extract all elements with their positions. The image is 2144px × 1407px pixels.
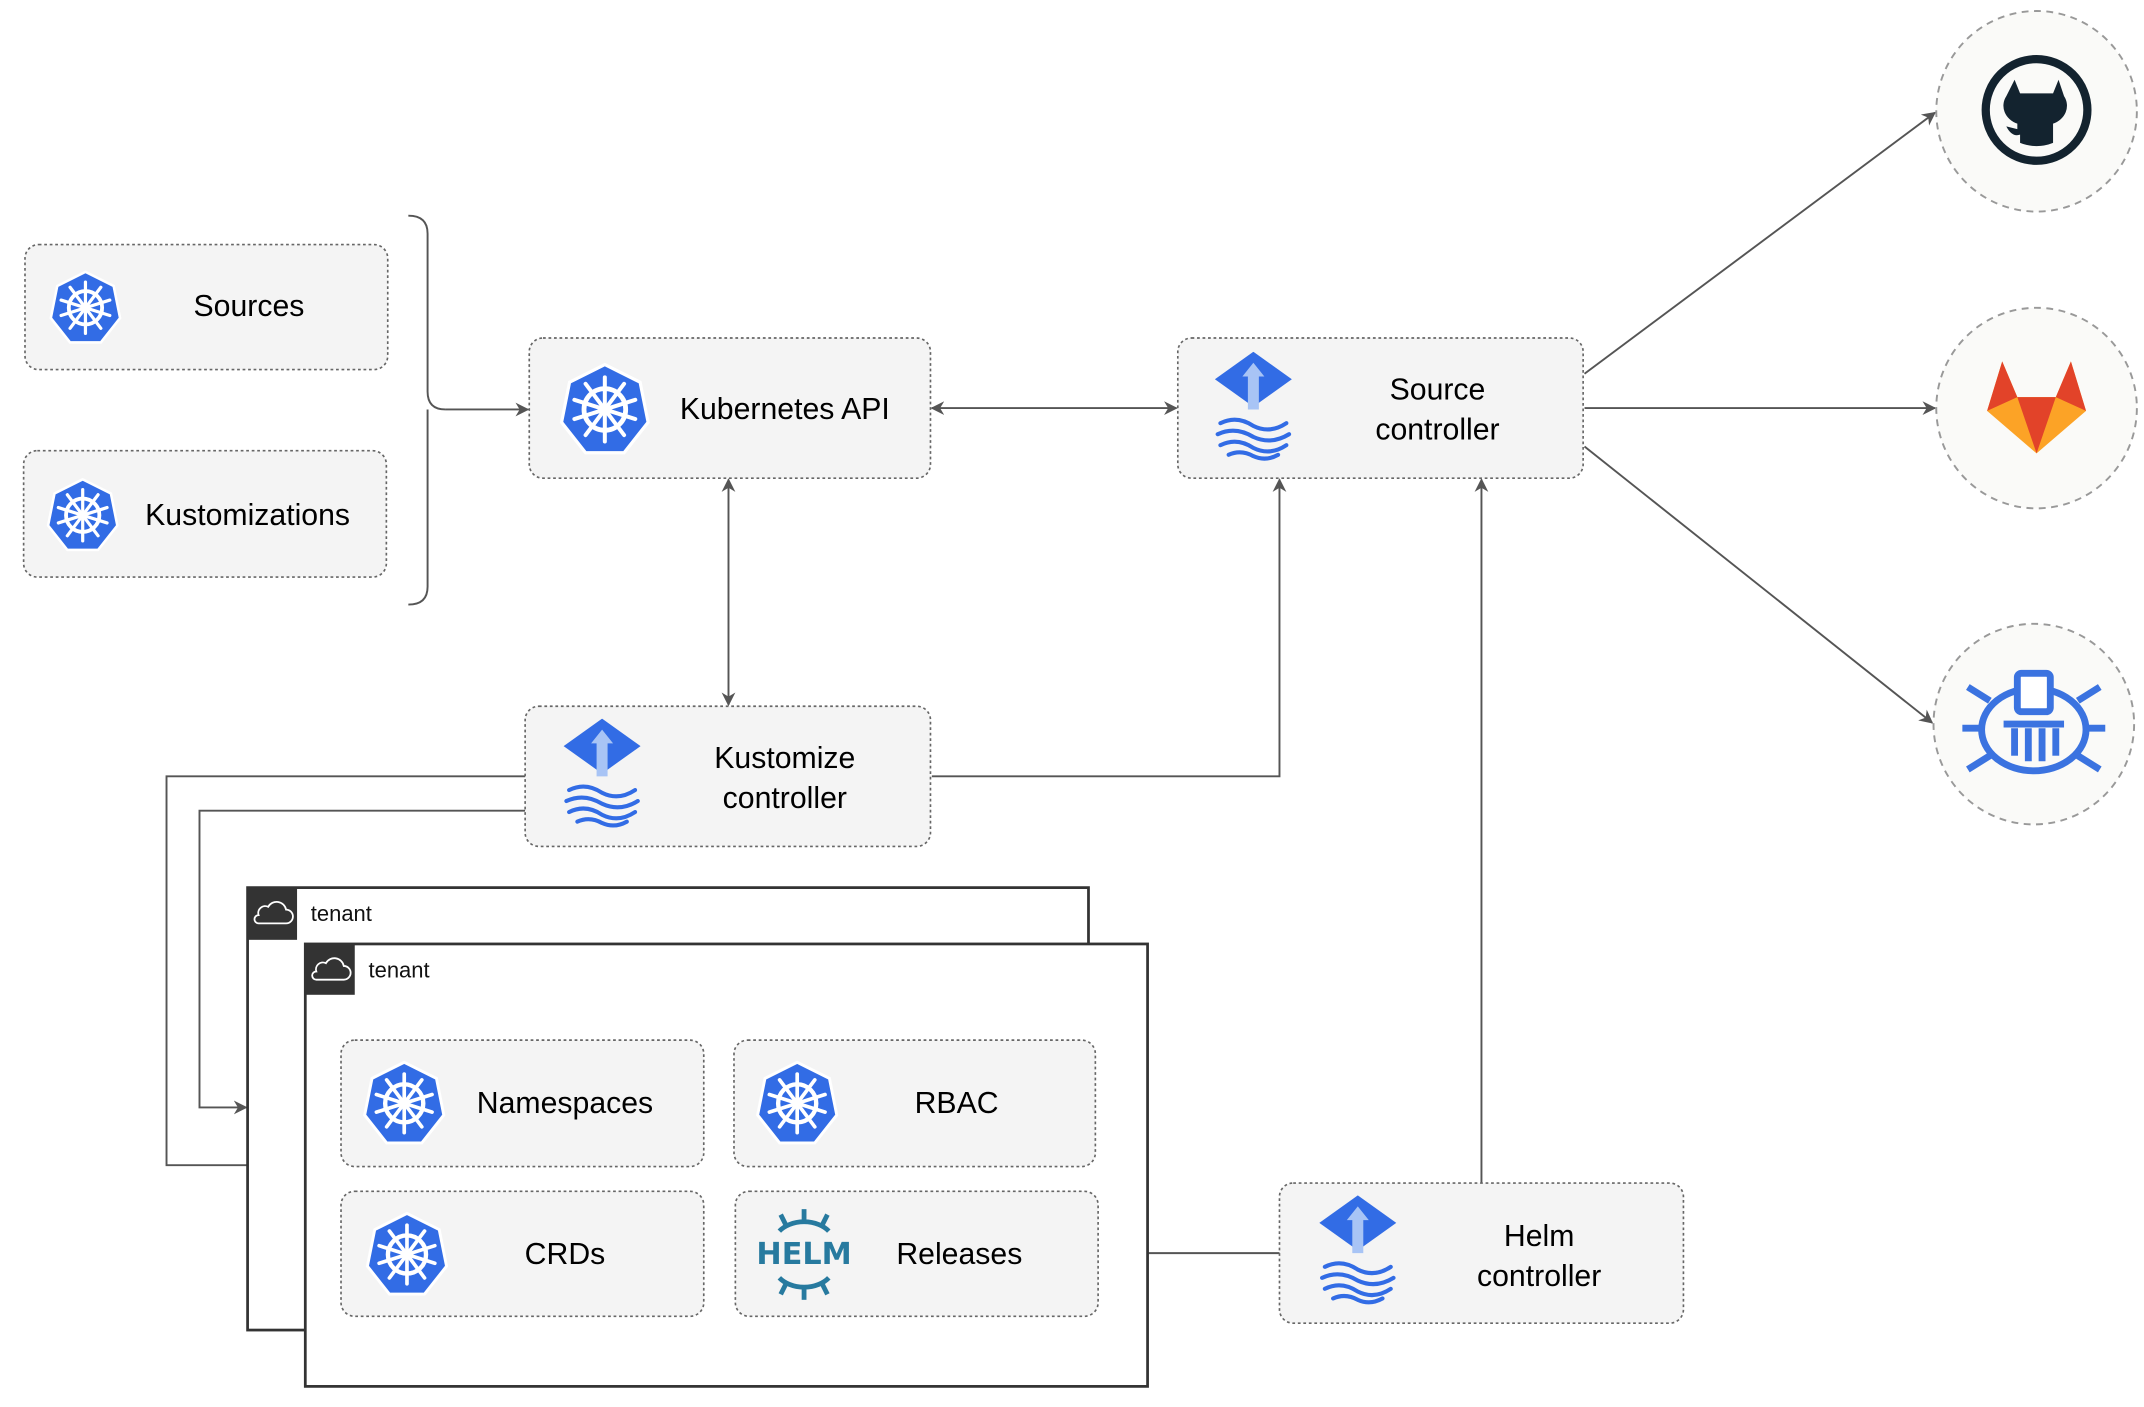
edge-kustomize-to-tenant-front	[165, 775, 526, 1173]
node-label: Sources	[194, 290, 305, 323]
node-label: Kustomizations	[145, 499, 350, 532]
node-helm-controller[interactable]: Helm controller	[1278, 1182, 1685, 1325]
node-rbac[interactable]: RBAC	[733, 1039, 1097, 1168]
node-label: controller	[723, 782, 847, 815]
node-label: Source	[1390, 374, 1486, 407]
node-label: controller	[1375, 414, 1499, 447]
gitlab-icon	[1987, 361, 2087, 454]
node-source-controller[interactable]: Source controller	[1176, 337, 1584, 479]
github-node[interactable]	[1935, 10, 2138, 213]
node-label: controller	[1477, 1260, 1601, 1293]
node-kustomizations[interactable]: Kustomizations	[22, 449, 388, 578]
node-crds[interactable]: CRDs	[340, 1190, 705, 1318]
node-label: RBAC	[915, 1087, 999, 1120]
tenant-label: tenant	[311, 901, 372, 926]
edge-kustomize-to-source	[931, 478, 1287, 778]
node-kustomize-controller[interactable]: Kustomize controller	[524, 705, 932, 848]
edge-source-to-bucket	[1583, 445, 1934, 724]
tenant-label: tenant	[369, 958, 430, 983]
node-label: Kustomize	[714, 742, 855, 775]
edge-source-to-github	[1583, 111, 1936, 375]
bucket-node[interactable]	[1932, 622, 2136, 826]
cloud-icon	[253, 901, 294, 925]
node-label: Releases	[896, 1238, 1022, 1271]
helm-icon	[777, 1209, 831, 1300]
github-icon	[1981, 54, 2092, 165]
bucket-icon	[1962, 669, 2106, 775]
gitlab-node[interactable]	[1935, 306, 2138, 510]
node-sources[interactable]: Sources	[24, 243, 389, 371]
helm-logo-text: HELM	[756, 1237, 851, 1272]
node-kubernetes-api[interactable]: Kubernetes API	[528, 337, 932, 479]
node-label: CRDs	[525, 1238, 606, 1271]
node-label: Helm	[1504, 1220, 1575, 1253]
node-releases[interactable]: HELM Releases	[734, 1190, 1099, 1318]
grouping-brace	[408, 214, 446, 606]
cloud-icon	[311, 957, 352, 981]
node-label: Kubernetes API	[680, 393, 890, 426]
node-label: Namespaces	[477, 1087, 653, 1120]
edge-kustomize-to-tenant-back	[198, 809, 526, 1115]
node-namespaces[interactable]: Namespaces	[340, 1039, 705, 1168]
